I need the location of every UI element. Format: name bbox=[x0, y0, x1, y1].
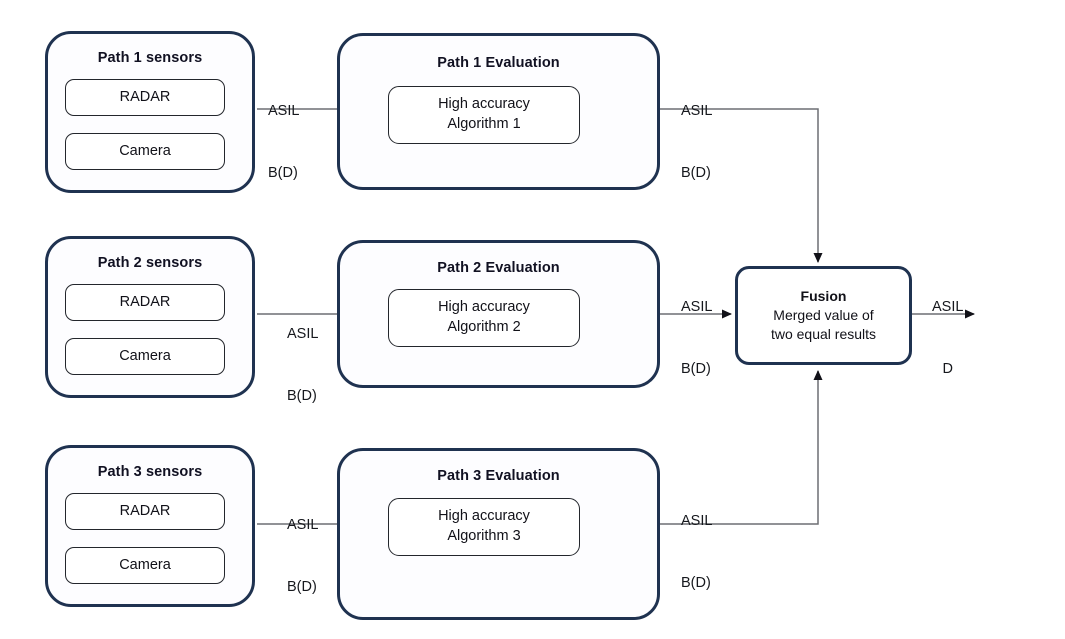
algorithm-line-2: Algorithm 1 bbox=[447, 116, 521, 132]
sensors-group-title-path-1: Path 1 sensors bbox=[97, 50, 203, 66]
evaluation-group-title-path-1: Path 1 Evaluation bbox=[437, 55, 560, 71]
fusion-box[interactable]: Fusion Merged value of two equal results bbox=[735, 266, 912, 365]
edge-label-line-2: D bbox=[942, 360, 953, 377]
edge-label-fusion-output: ASIL D bbox=[932, 256, 963, 421]
fusion-description-line-2: two equal results bbox=[770, 326, 877, 343]
fusion-description-line-1: Merged value of bbox=[773, 306, 874, 323]
edge-label-line-1: ASIL bbox=[268, 103, 300, 120]
edge-label-line-1: ASIL bbox=[287, 517, 319, 534]
evaluation-group-path-2[interactable]: Path 2 Evaluation High accuracy Algorith… bbox=[337, 240, 660, 388]
sensor-box-radar-path-1[interactable]: RADAR bbox=[65, 79, 225, 116]
algorithm-line-2: Algorithm 3 bbox=[447, 528, 521, 544]
evaluation-group-title-path-3: Path 3 Evaluation bbox=[437, 468, 560, 484]
edge-label-line-2: B(D) bbox=[287, 578, 317, 595]
evaluation-group-path-3[interactable]: Path 3 Evaluation High accuracy Algorith… bbox=[337, 448, 660, 620]
algorithm-box-path-1[interactable]: High accuracy Algorithm 1 bbox=[388, 86, 580, 144]
edge-label-line-1: ASIL bbox=[681, 513, 713, 530]
sensor-box-camera-path-2[interactable]: Camera bbox=[65, 338, 225, 375]
edge-label-line-2: B(D) bbox=[681, 164, 711, 181]
evaluation-group-title-path-2: Path 2 Evaluation bbox=[437, 260, 560, 276]
edge-label-line-2: B(D) bbox=[681, 574, 711, 591]
sensor-box-camera-path-3[interactable]: Camera bbox=[65, 547, 225, 584]
edge-label-line-2: B(D) bbox=[268, 164, 298, 181]
algorithm-line-2: Algorithm 2 bbox=[447, 319, 521, 335]
sensors-group-path-1[interactable]: Path 1 sensors RADAR Camera bbox=[45, 31, 255, 193]
algorithm-box-path-3[interactable]: High accuracy Algorithm 3 bbox=[388, 498, 580, 556]
sensors-group-path-2[interactable]: Path 2 sensors RADAR Camera bbox=[45, 236, 255, 398]
edge-label-line-1: ASIL bbox=[932, 299, 964, 316]
edge-label-line-1: ASIL bbox=[681, 299, 713, 316]
sensors-group-title-path-2: Path 2 sensors bbox=[97, 255, 203, 271]
algorithm-line-1: High accuracy bbox=[438, 96, 530, 113]
edge-label-sensors-out-path-1: ASIL B(D) bbox=[268, 60, 299, 225]
edge-label-eval-out-path-2: ASIL B(D) bbox=[681, 256, 712, 421]
edge-label-sensors-out-path-2: ASIL B(D) bbox=[287, 283, 318, 448]
sensors-group-path-3[interactable]: Path 3 sensors RADAR Camera bbox=[45, 445, 255, 607]
edge-label-eval-out-path-3: ASIL B(D) bbox=[681, 470, 712, 635]
edge-label-eval-out-path-1: ASIL B(D) bbox=[681, 60, 712, 225]
edge-label-line-2: B(D) bbox=[287, 387, 317, 404]
evaluation-group-path-1[interactable]: Path 1 Evaluation High accuracy Algorith… bbox=[337, 33, 660, 190]
fusion-title: Fusion bbox=[800, 287, 847, 304]
sensors-group-title-path-3: Path 3 sensors bbox=[97, 464, 203, 480]
algorithm-line-1: High accuracy bbox=[438, 508, 530, 525]
algorithm-line-1: High accuracy bbox=[438, 299, 530, 316]
diagram-canvas: Path 1 sensors RADAR Camera ASIL B(D) Pa… bbox=[45, 31, 975, 620]
edge-label-line-1: ASIL bbox=[681, 103, 713, 120]
sensor-box-radar-path-3[interactable]: RADAR bbox=[65, 493, 225, 530]
algorithm-box-path-2[interactable]: High accuracy Algorithm 2 bbox=[388, 289, 580, 347]
sensor-box-camera-path-1[interactable]: Camera bbox=[65, 133, 225, 170]
edge-label-sensors-out-path-3: ASIL B(D) bbox=[287, 474, 318, 639]
sensor-box-radar-path-2[interactable]: RADAR bbox=[65, 284, 225, 321]
edge-label-line-1: ASIL bbox=[287, 326, 319, 343]
edge-label-line-2: B(D) bbox=[681, 360, 711, 377]
